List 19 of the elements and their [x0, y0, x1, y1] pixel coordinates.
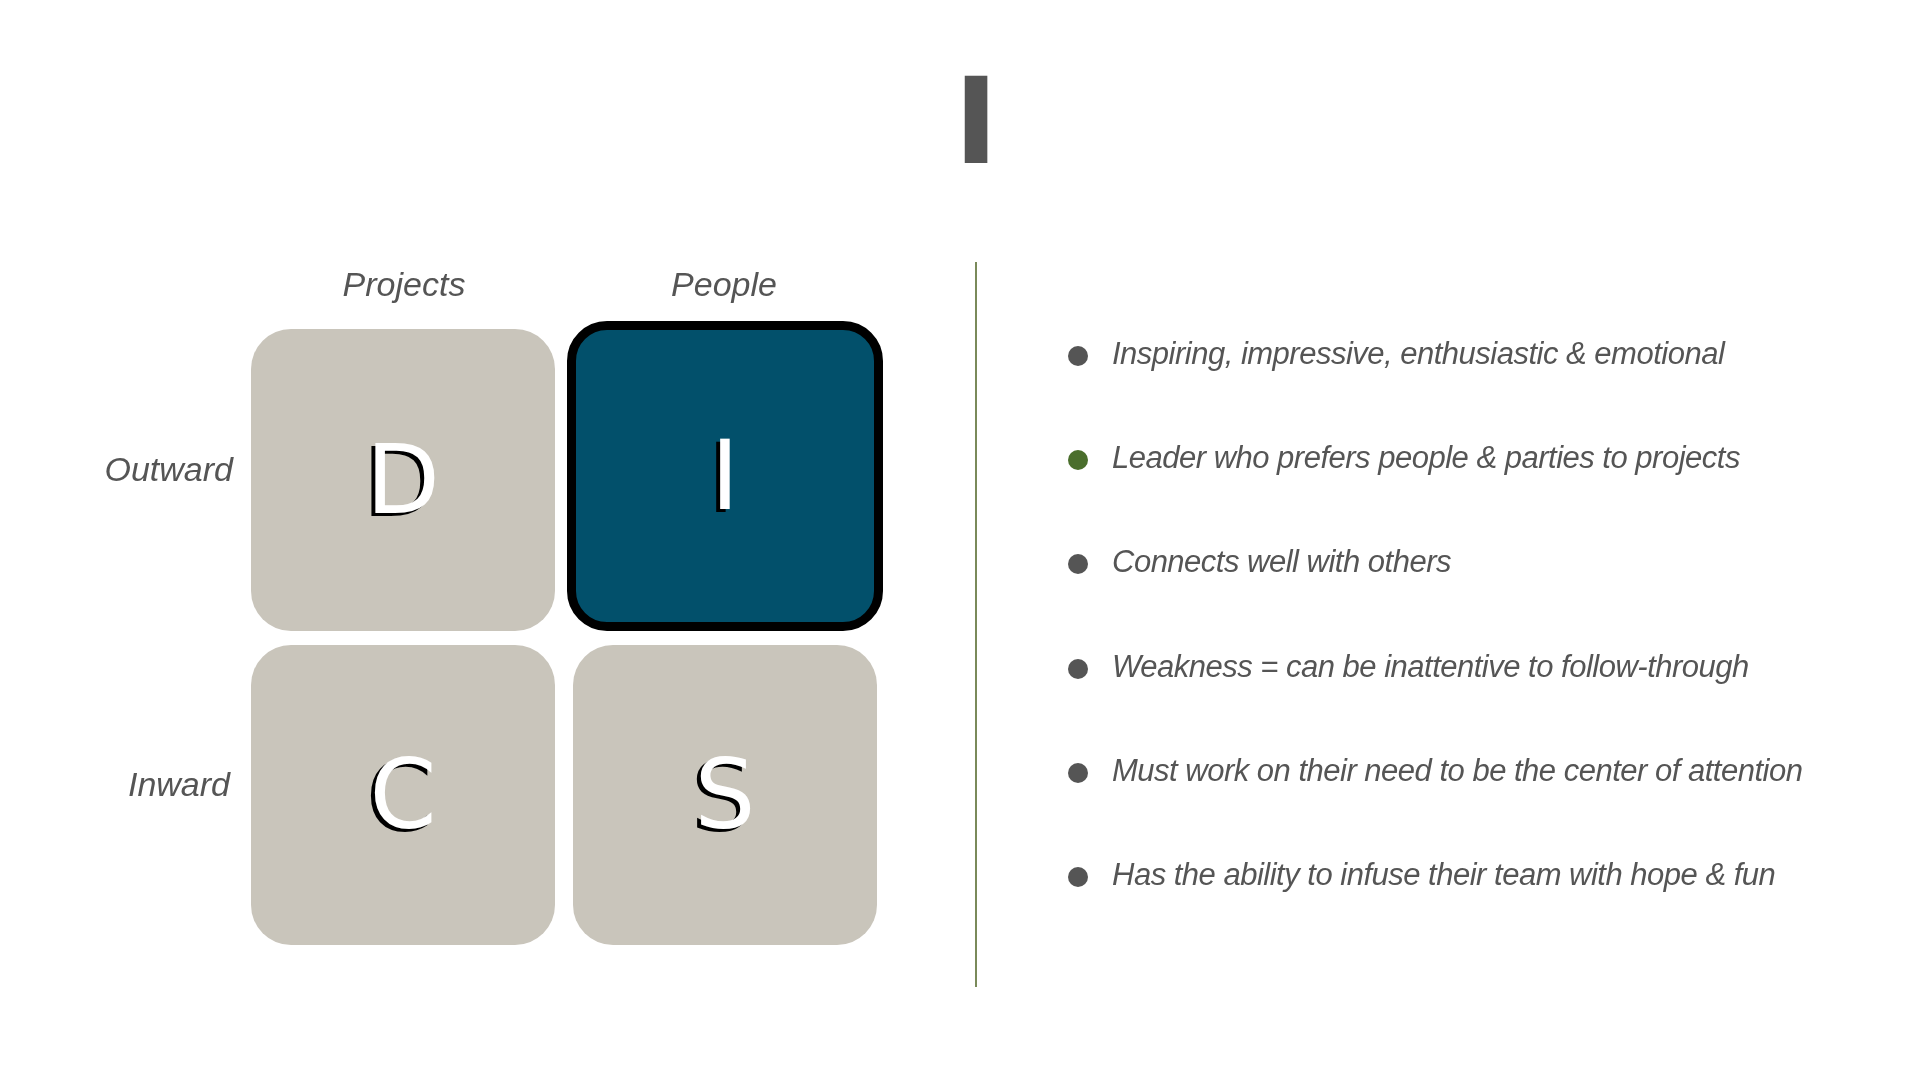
axis-label: Inward: [127, 765, 230, 804]
bullet-text: Leader who prefers people & parties to projects: [1112, 440, 1740, 476]
axis-label: Outward: [104, 450, 233, 489]
bullet-text: Must work on their need to be the center of attention: [1112, 753, 1803, 789]
axis-label: People: [670, 265, 778, 304]
quadrant-box: [573, 645, 877, 945]
quadrant-letter: C: [369, 739, 437, 851]
quadrant-box: [251, 329, 555, 631]
slide-title: I: [952, 62, 1000, 182]
quadrant-letter: I: [710, 420, 740, 532]
quadrant-letter: S: [694, 739, 756, 851]
bullet-text: Connects well with others: [1112, 544, 1451, 580]
highlighted-quadrant: [567, 321, 883, 631]
bullet-text: Has the ability to infuse their team with hope & fun: [1112, 857, 1776, 893]
quadrant-letter: D: [366, 424, 440, 536]
quadrant-box: [251, 645, 555, 945]
bullet-text: Weakness = can be inattentive to follow-through: [1112, 649, 1749, 685]
bullet-text: Inspiring, impressive, enthusiastic & emotional: [1112, 336, 1725, 372]
axis-label: Projects: [341, 265, 467, 304]
